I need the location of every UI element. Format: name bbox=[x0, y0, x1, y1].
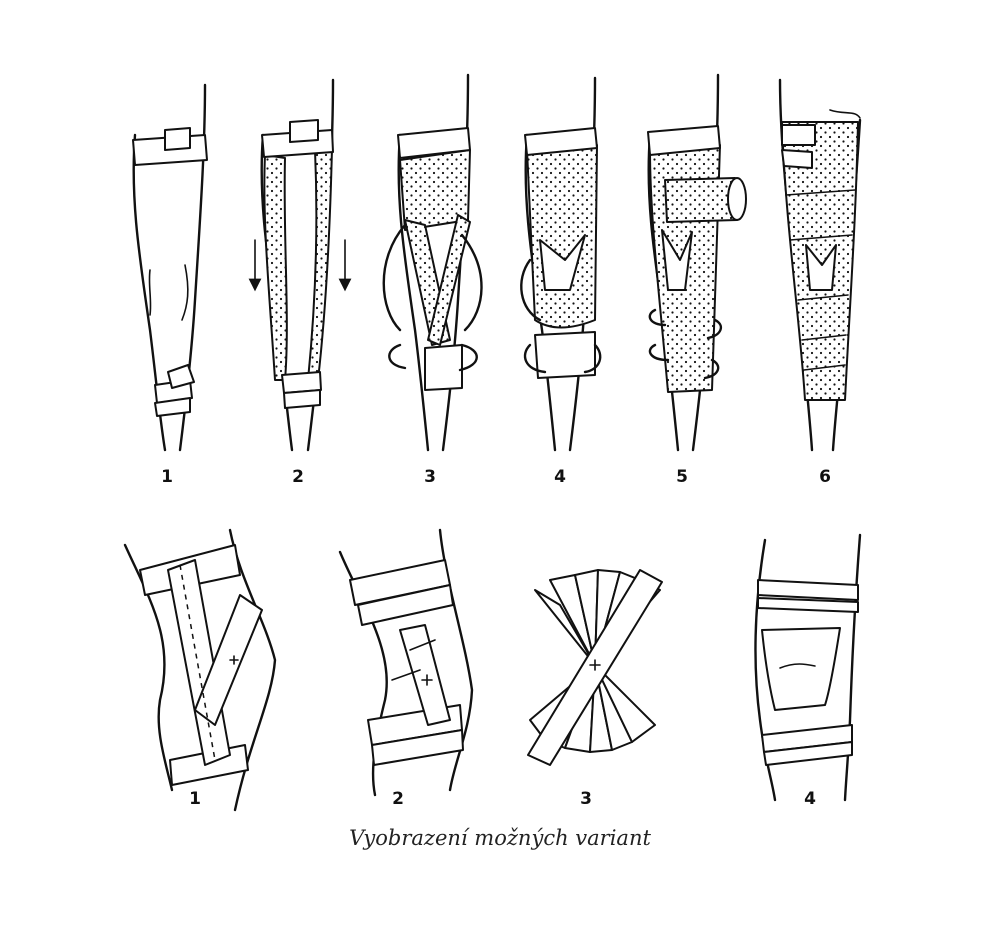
knee-variant-2 bbox=[340, 530, 472, 795]
variant-label: 3 bbox=[580, 789, 592, 809]
knee-variant-1 bbox=[125, 530, 275, 810]
leg-step-4 bbox=[521, 78, 600, 450]
step-label: 4 bbox=[554, 467, 566, 487]
knee-variant-3 bbox=[528, 570, 662, 765]
variant-label: 2 bbox=[392, 789, 404, 809]
step-label: 2 bbox=[292, 467, 304, 487]
step-label: 1 bbox=[161, 467, 173, 487]
knee-variant-4 bbox=[755, 535, 860, 800]
leg-step-2 bbox=[255, 80, 345, 450]
variant-label: 1 bbox=[189, 789, 201, 809]
leg-step-6 bbox=[780, 80, 860, 450]
step-label: 3 bbox=[424, 467, 436, 487]
leg-step-3 bbox=[384, 75, 482, 450]
step-label: 5 bbox=[676, 467, 688, 487]
step-label: 6 bbox=[819, 467, 831, 487]
leg-step-1 bbox=[133, 85, 207, 450]
figure-caption: Vyobrazení možných variant bbox=[0, 826, 1000, 850]
leg-step-5 bbox=[648, 75, 746, 450]
variant-label: 4 bbox=[804, 789, 816, 809]
